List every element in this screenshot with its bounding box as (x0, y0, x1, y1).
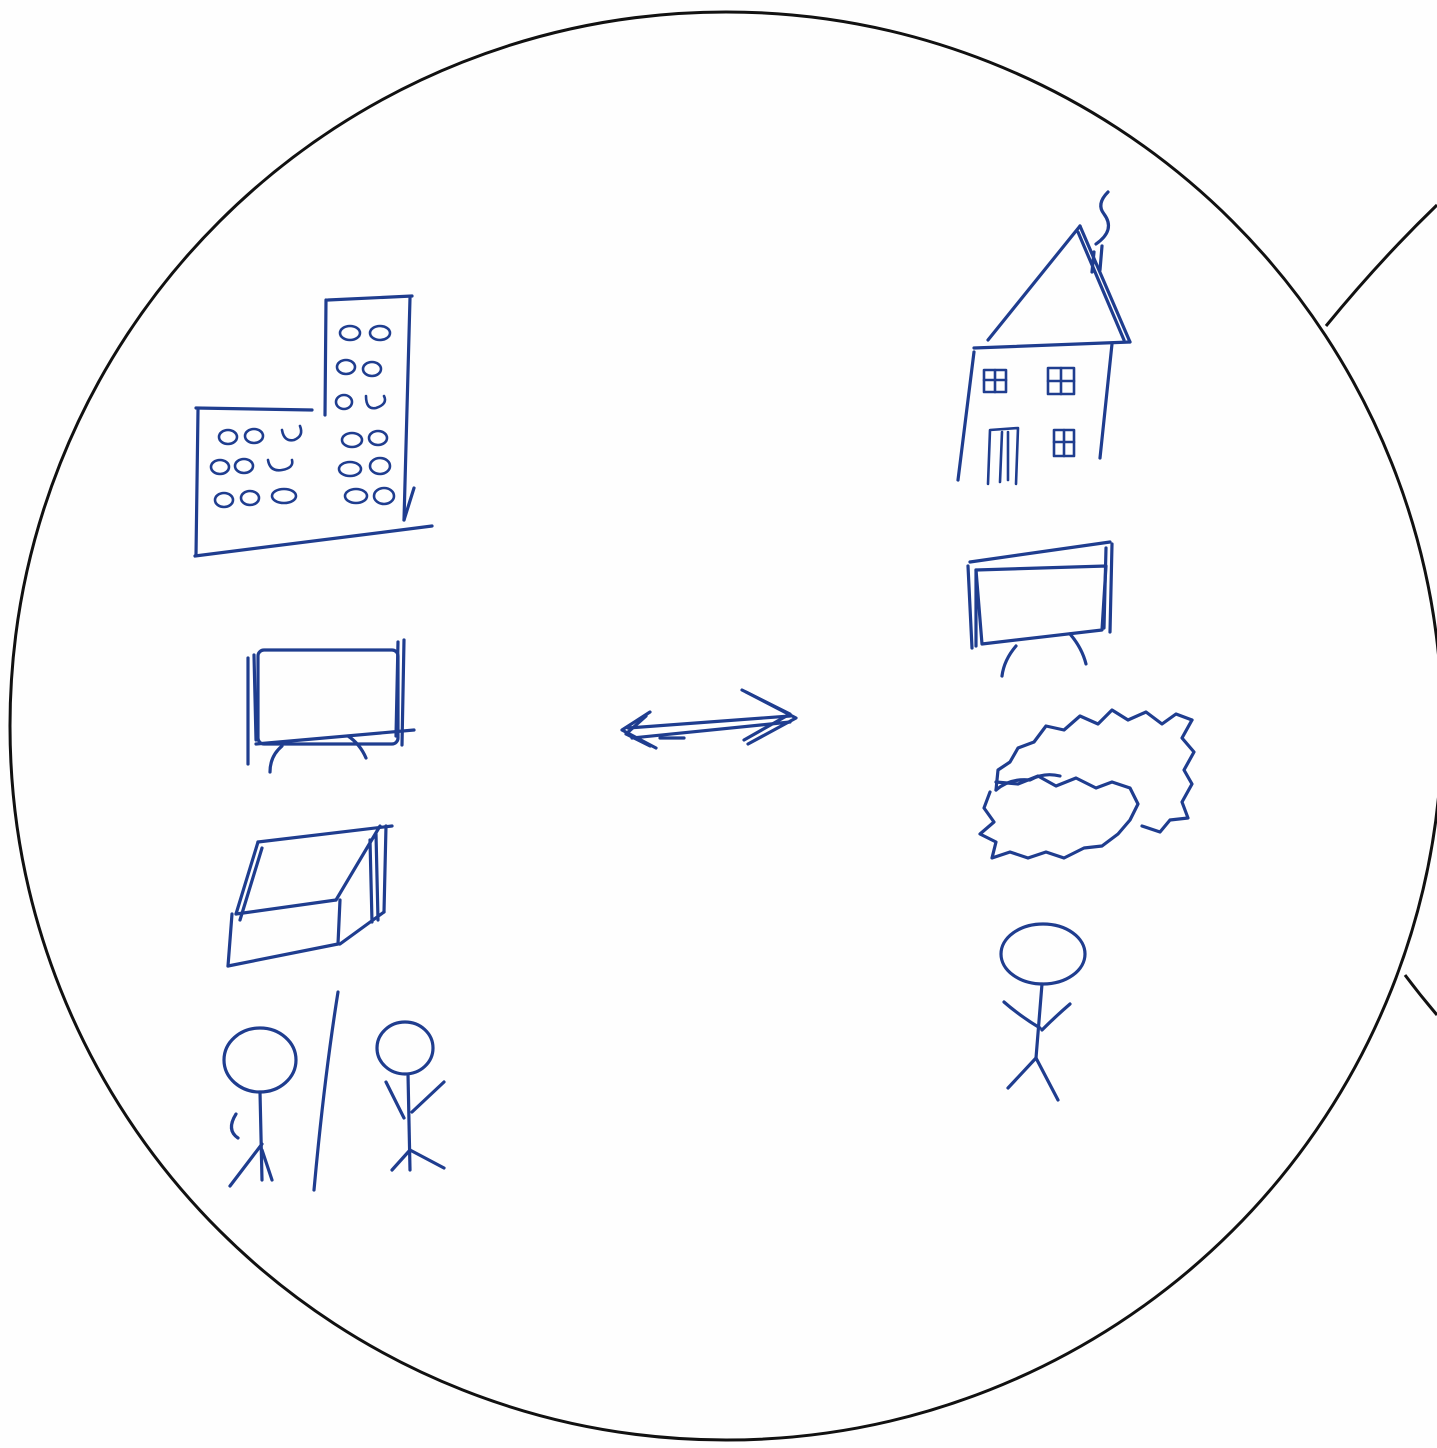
main-circle-frame (10, 12, 1437, 1440)
television-icon (248, 640, 414, 772)
box-icon (228, 826, 392, 966)
frame (10, 12, 1437, 1440)
two-people-divided-icon (224, 992, 444, 1190)
television-icon-right (968, 542, 1112, 676)
house-icon (958, 192, 1130, 484)
neighbor-circle-arc-top (1326, 205, 1437, 326)
office-building-icon (195, 296, 432, 556)
neighbor-circle-arc-bottom (1405, 975, 1437, 1015)
bush-icon (980, 710, 1194, 858)
person-icon (1001, 924, 1085, 1100)
double-arrow-icon (622, 690, 796, 748)
